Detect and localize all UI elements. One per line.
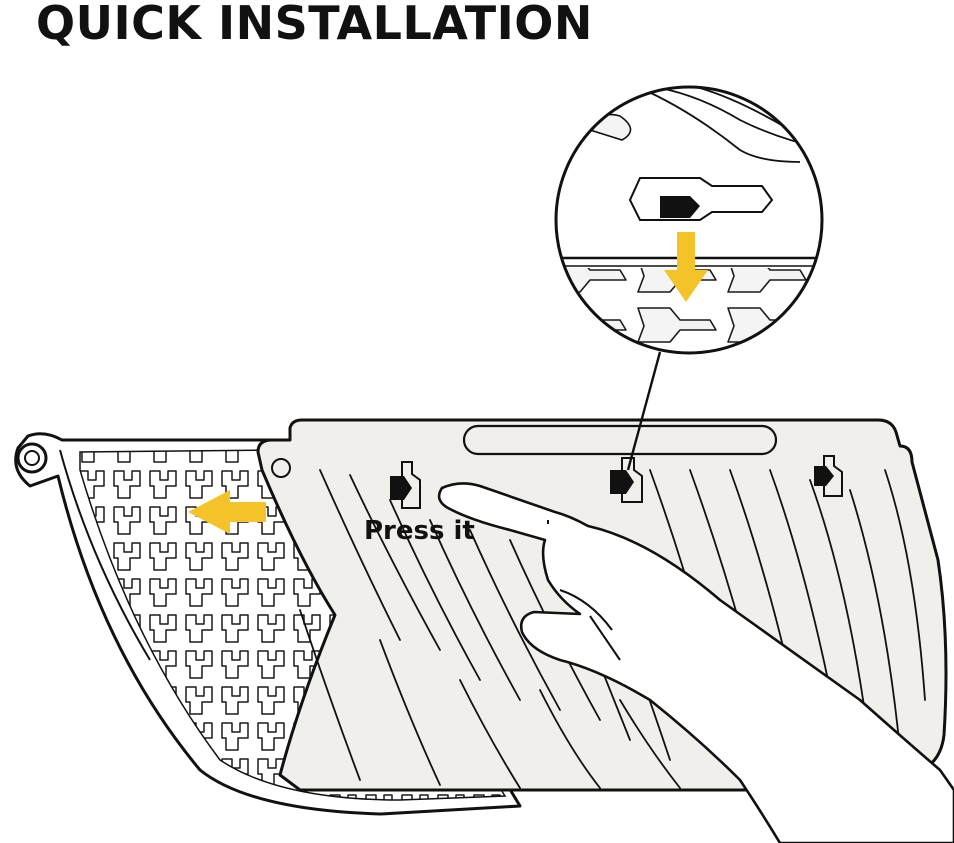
tray-hanging-hole	[16, 442, 48, 474]
magnifier-detail	[554, 85, 824, 355]
direction-arrow-left-icon	[188, 490, 266, 534]
panel-corner-hole	[271, 458, 291, 478]
page-title: QUICK INSTALLATION	[36, 0, 593, 50]
keyhole-slot	[610, 457, 643, 503]
callout-connector	[626, 351, 662, 471]
direction-arrow-down-icon	[664, 232, 708, 302]
hand-icon	[437, 482, 954, 843]
keyhole-slot	[814, 455, 843, 497]
keyhole-slot	[390, 461, 421, 509]
press-it-label: Press it	[364, 516, 475, 546]
handle-slot	[462, 424, 778, 456]
